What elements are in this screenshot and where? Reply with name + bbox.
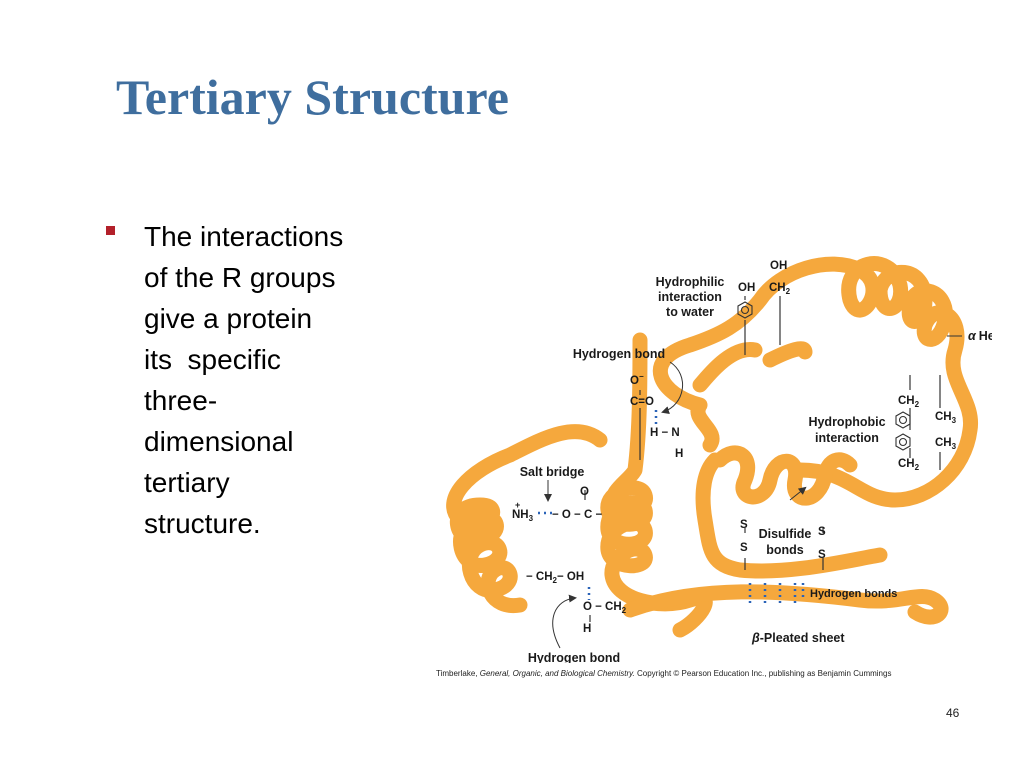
label-hydrophilic-2: interaction bbox=[658, 290, 722, 304]
figure-credit: Timberlake, General, Organic, and Biolog… bbox=[436, 669, 891, 678]
chem-s-4: S bbox=[818, 549, 826, 561]
label-hydrophilic-1: Hydrophilic bbox=[656, 275, 725, 289]
bullet-line: three- bbox=[144, 385, 218, 416]
chem-o-c: − O − C − bbox=[552, 509, 602, 521]
credit-book: General, Organic, and Biological Chemist… bbox=[479, 669, 635, 678]
label-hydrogen-bond-top: Hydrogen bond bbox=[573, 347, 665, 361]
chem-ch2-oh: − CH2− OH bbox=[526, 571, 584, 585]
benzene-ring-icon bbox=[895, 433, 911, 451]
bullet-text: The interactions of the R groups give a … bbox=[144, 216, 394, 544]
hydrogen-bond-dots bbox=[538, 410, 805, 603]
chem-s-1: S bbox=[740, 519, 748, 531]
label-disulfide-2: bonds bbox=[766, 543, 804, 557]
benzene-ring-icon bbox=[737, 301, 753, 319]
bullet-line: of the R groups bbox=[144, 262, 336, 293]
chem-s-3: S bbox=[818, 526, 826, 538]
bullet-line: structure. bbox=[144, 508, 261, 539]
chem-h-bottom: H bbox=[583, 623, 591, 635]
chem-nh3: NH3 bbox=[512, 509, 534, 523]
chem-o-salt: O bbox=[580, 486, 589, 498]
label-hydrogen-bonds-sheet: Hydrogen bonds bbox=[810, 588, 897, 600]
chem-ch3-right-1: CH3 bbox=[935, 411, 957, 425]
chem-oh-left: OH bbox=[738, 282, 755, 294]
chem-plus: + bbox=[515, 500, 520, 510]
label-alpha-helix: αHelix bbox=[968, 329, 992, 343]
bullet-line: give a protein bbox=[144, 303, 313, 334]
chem-ch2-right-top: CH2 bbox=[898, 395, 920, 409]
label-salt-bridge: Salt bridge bbox=[520, 465, 585, 479]
benzene-ring-icon bbox=[895, 411, 911, 429]
chem-h-n: H − N bbox=[650, 427, 680, 439]
chain-backbone bbox=[652, 256, 979, 508]
chain-beta-strands bbox=[622, 445, 949, 625]
label-hydrophilic-3: to water bbox=[666, 305, 714, 319]
bullet-line: its specific bbox=[144, 344, 281, 375]
label-pleated-sheet: β-Pleated sheet bbox=[751, 631, 845, 645]
chem-s-2: S bbox=[740, 542, 748, 554]
label-hydrogen-bond-bottom: Hydrogen bond bbox=[528, 651, 620, 663]
bullet-marker bbox=[106, 226, 115, 235]
chain-middle-helix bbox=[600, 332, 713, 638]
chem-o-ch2: O − CH2 bbox=[583, 601, 627, 615]
label-disulfide-1: Disulfide bbox=[759, 527, 812, 541]
chem-h-top: H bbox=[675, 448, 683, 460]
tertiary-structure-diagram: Hydrophilic interaction to water Hydroge… bbox=[446, 256, 992, 663]
chem-o-minus: O− bbox=[630, 372, 644, 387]
credit-copyright: Copyright © Pearson Education Inc., publ… bbox=[634, 669, 892, 678]
slide-title: Tertiary Structure bbox=[116, 69, 509, 125]
benzene-rings bbox=[737, 301, 911, 451]
chem-oh-top: OH bbox=[770, 260, 787, 272]
bullet-line: dimensional bbox=[144, 426, 294, 457]
page-number: 46 bbox=[946, 706, 960, 720]
chem-ch3-right-2: CH3 bbox=[935, 437, 957, 451]
bullet-line: tertiary bbox=[144, 467, 230, 498]
protein-chain bbox=[446, 256, 979, 638]
chain-left-helix bbox=[446, 424, 608, 613]
credit-author: Timberlake, bbox=[436, 669, 480, 678]
chem-c-eq-o: C=O bbox=[630, 396, 654, 408]
label-hydrophobic-1: Hydrophobic bbox=[808, 415, 885, 429]
chem-ch2-right-bottom: CH2 bbox=[898, 458, 920, 472]
label-hydrophobic-2: interaction bbox=[815, 431, 879, 445]
chem-ch2-top: CH2 bbox=[769, 282, 791, 296]
bullet-line: The interactions bbox=[144, 221, 344, 252]
pointer-arrows bbox=[544, 361, 807, 649]
